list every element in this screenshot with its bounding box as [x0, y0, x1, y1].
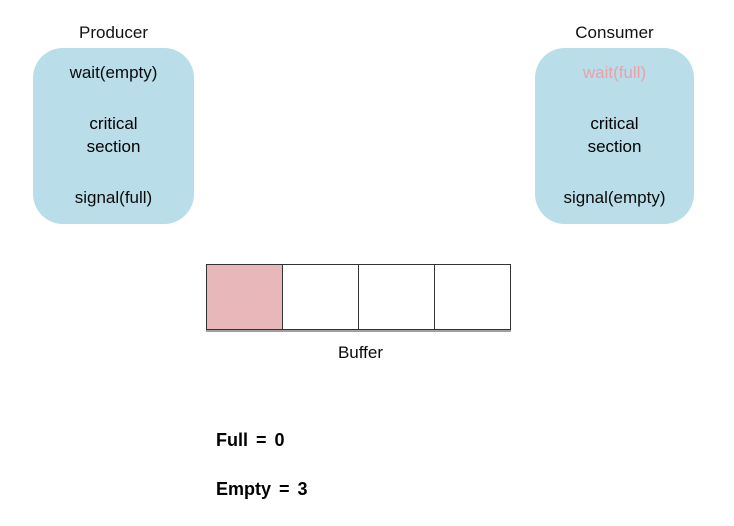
consumer-critical-line2: section — [587, 137, 642, 156]
full-counter-equals: = — [256, 430, 267, 450]
buffer-table — [206, 264, 511, 330]
producer-signal-step: signal(full) — [74, 188, 153, 207]
consumer-wait-step-blocked: wait(full) — [582, 63, 647, 82]
full-counter-value: 0 — [274, 430, 285, 450]
producer-critical-line2: section — [86, 137, 141, 156]
full-counter-label: Full — [216, 430, 248, 450]
empty-counter: Empty = 3 — [216, 478, 308, 500]
full-counter: Full = 0 — [216, 429, 285, 451]
producer-critical-line1: critical — [89, 114, 138, 133]
buffer-label: Buffer — [337, 343, 384, 362]
producer-critical-section: critical section — [87, 112, 141, 158]
consumer-critical-section: critical section — [588, 112, 642, 158]
producer-title: Producer — [79, 23, 148, 42]
empty-counter-label: Empty — [216, 479, 272, 499]
consumer-process: Consumer wait(full) critical section sig… — [535, 22, 694, 224]
producer-box: wait(empty) critical section signal(full… — [33, 48, 194, 224]
consumer-critical-line1: critical — [590, 114, 639, 133]
buffer-cell-1 — [282, 264, 359, 330]
buffer-cell-3 — [434, 264, 511, 330]
producer-wait-step: wait(empty) — [69, 63, 158, 82]
buffer-cell-0 — [206, 264, 283, 330]
producer-process: Producer wait(empty) critical section si… — [33, 22, 194, 224]
buffer-cell-2 — [358, 264, 435, 330]
consumer-signal-step: signal(empty) — [563, 188, 666, 207]
empty-counter-value: 3 — [297, 479, 308, 499]
consumer-box: wait(full) critical section signal(empty… — [535, 48, 694, 224]
empty-counter-equals: = — [279, 479, 290, 499]
consumer-title: Consumer — [575, 23, 654, 42]
